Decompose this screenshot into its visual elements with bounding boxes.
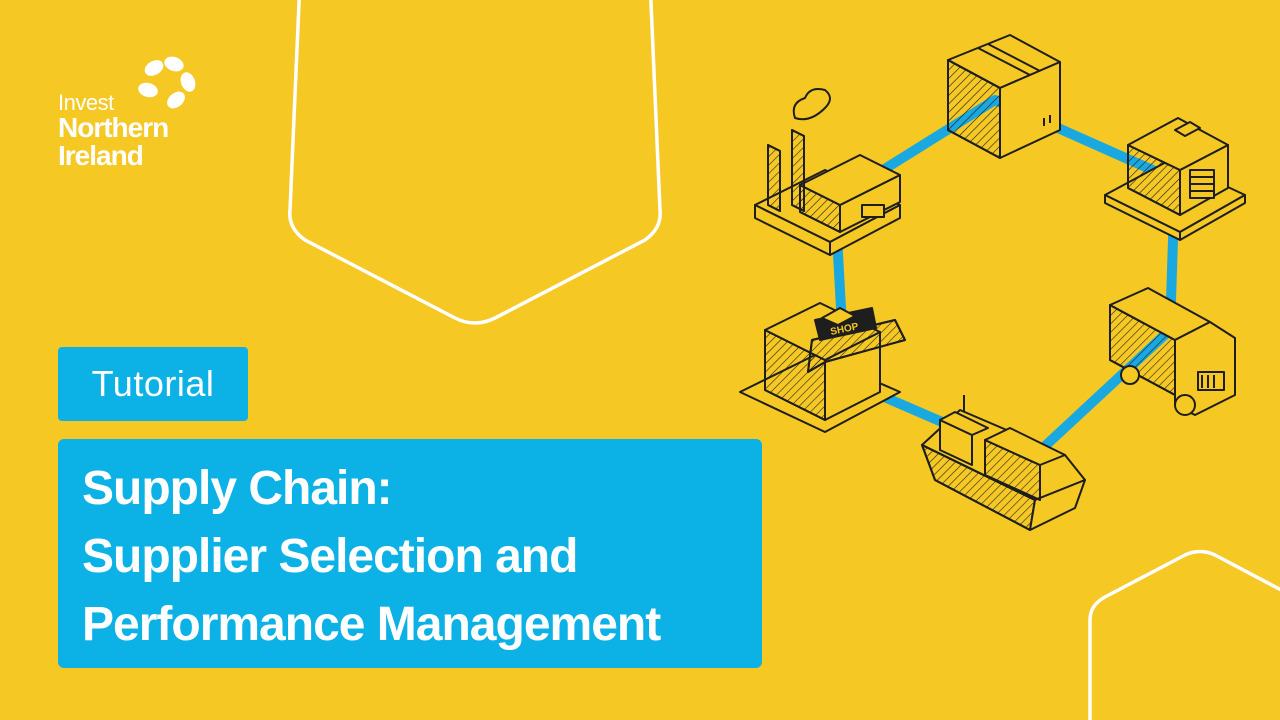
invest-ni-logo: Invest Northern Ireland [58, 52, 218, 192]
title-line-1: Supply Chain: [82, 462, 393, 515]
flower-icon [138, 56, 196, 109]
box-icon [947, 34, 1061, 159]
title-line-2: Supplier Selection and [82, 530, 578, 583]
hexagon-outline-top [288, 0, 662, 325]
tutorial-badge-label: Tutorial [91, 363, 215, 404]
supply-chain-illustration: SHOP [739, 34, 1246, 531]
ship-icon [921, 395, 1086, 531]
title-line-3: Performance Management [82, 598, 661, 651]
tutorial-badge: Tutorial [58, 347, 248, 421]
logo-ireland-text: Ireland [58, 140, 144, 171]
hexagon-outline-bottom [1088, 549, 1280, 720]
factory-icon [754, 88, 901, 256]
logo-invest-text: Invest [58, 90, 114, 115]
logo-northern-text: Northern [58, 112, 169, 143]
truck-icon [1109, 287, 1236, 416]
shop-icon [739, 302, 906, 433]
warehouse-icon [1104, 117, 1246, 241]
title-box: Supply Chain: Supplier Selection and Per… [58, 439, 762, 668]
